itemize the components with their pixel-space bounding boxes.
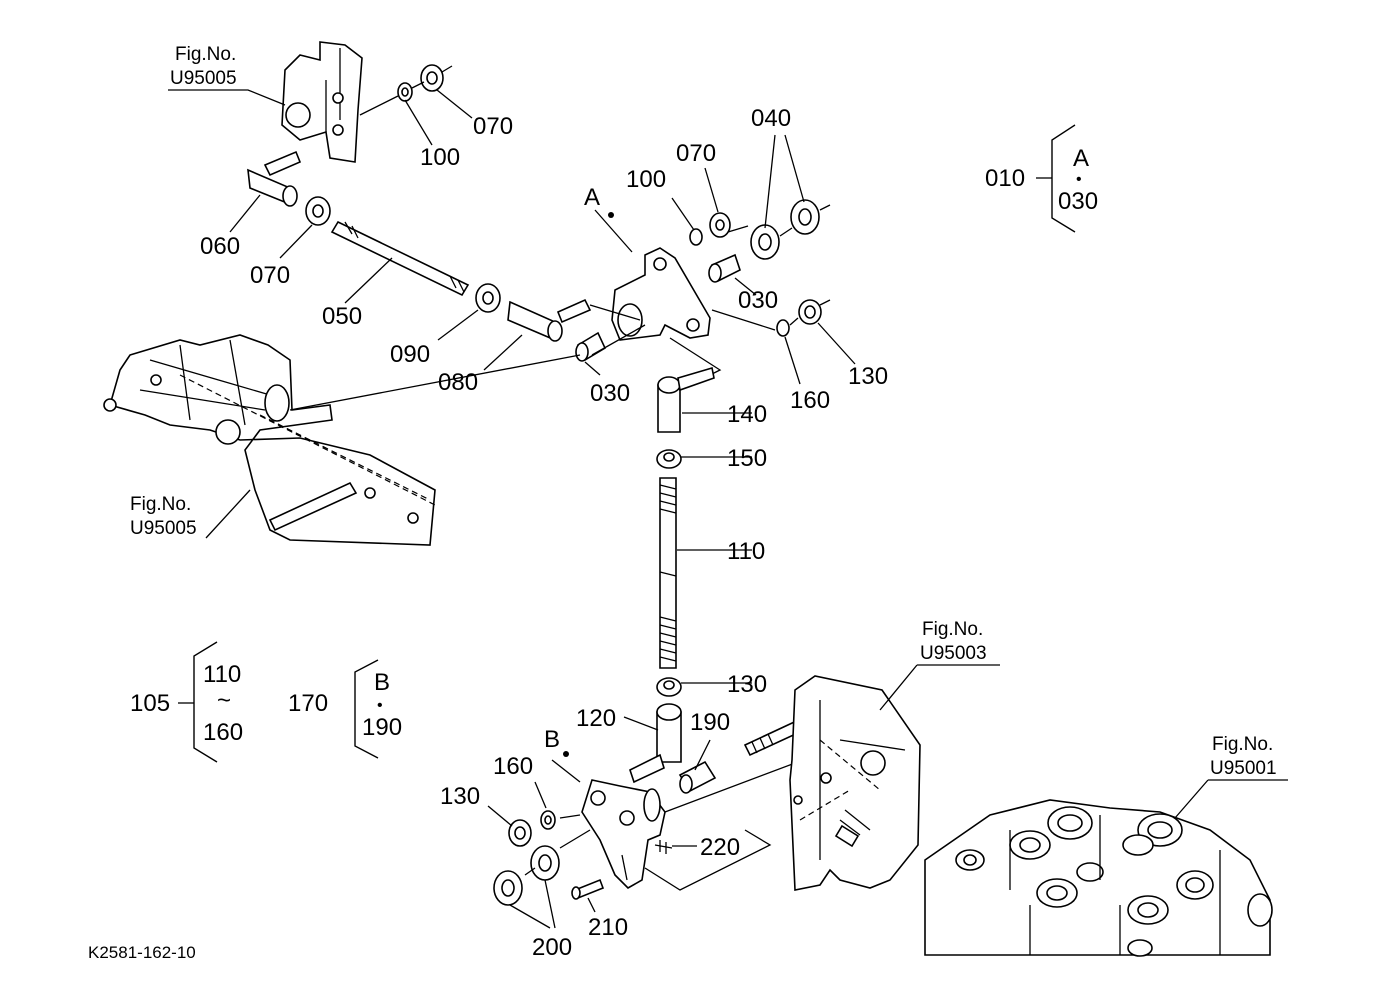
- fig-ref-label-2: Fig.No.: [130, 494, 191, 515]
- lever-A: [611, 247, 711, 341]
- group-105-sep: ~: [217, 687, 231, 714]
- callout-040: 040: [751, 105, 791, 132]
- callout-160-lower: 160: [493, 753, 533, 780]
- group-170-num: 170: [288, 690, 328, 717]
- callout-130-mid: 130: [848, 363, 888, 390]
- fig-ref-number-1: U95005: [170, 68, 237, 89]
- callout-070-mid: 070: [676, 140, 716, 167]
- group-105-to: 160: [203, 719, 243, 746]
- callout-080: 080: [438, 369, 478, 396]
- callout-100-mid: 100: [626, 166, 666, 193]
- bushing-040-left: [750, 224, 780, 260]
- nut-130-lower: [508, 819, 532, 847]
- callout-030-left: 030: [590, 380, 630, 407]
- nut-130-rod: [656, 677, 682, 697]
- callout-220: 220: [700, 834, 740, 861]
- washer-100-mid: [689, 228, 703, 246]
- callout-130-rod: 130: [727, 671, 767, 698]
- fig-ref-label-1: Fig.No.: [175, 44, 236, 65]
- group-170-to: 190: [362, 714, 402, 741]
- fig-ref-number-4: U95001: [1210, 758, 1277, 779]
- group-105: 105 110 ~ 160: [130, 641, 243, 763]
- group-105-num: 105: [130, 690, 170, 717]
- pin-210: [571, 878, 605, 900]
- rod-end-140: [657, 366, 715, 433]
- ref-dot-B: [563, 751, 569, 757]
- group-010-to: 030: [1058, 188, 1098, 215]
- bushing-030-right: [708, 253, 741, 283]
- fig-ref-number-2: U95005: [130, 518, 197, 539]
- group-170-from: B: [374, 669, 390, 696]
- nut-070-top: [420, 64, 444, 92]
- callout-200: 200: [532, 934, 572, 961]
- group-170: 170 B • 190: [288, 659, 402, 759]
- fig-ref-number-3: U95003: [920, 643, 987, 664]
- drawing-code: K2581-162-10: [88, 943, 196, 962]
- nut-070-mid: [709, 212, 731, 238]
- callout-210: 210: [588, 914, 628, 941]
- rod-050: [330, 220, 470, 297]
- upper-bracket-part: [281, 41, 363, 163]
- bushing-030-left: [575, 331, 607, 362]
- bushing-200-upper: [530, 845, 560, 881]
- bushing-190: [678, 760, 717, 794]
- callout-130-lower: 130: [440, 783, 480, 810]
- nut-090: [475, 283, 501, 313]
- rod-end-060: [247, 150, 302, 207]
- fig-ref-label-4: Fig.No.: [1212, 734, 1273, 755]
- nut-070-lower: [305, 196, 331, 226]
- ref-letter-B: B: [544, 726, 560, 753]
- housing-part: [789, 675, 921, 891]
- rod-110: [659, 477, 677, 669]
- group-010: 010 A • 030: [985, 124, 1098, 233]
- washer-160-mid: [776, 319, 790, 337]
- group-010-from: A: [1073, 145, 1089, 172]
- valve-assembly-part: [924, 799, 1273, 957]
- group-105-from: 110: [203, 661, 241, 688]
- bushing-040-right: [790, 199, 820, 235]
- callout-090: 090: [390, 341, 430, 368]
- callout-160-mid: 160: [790, 387, 830, 414]
- rod-end-080: [507, 298, 592, 342]
- callout-030-right: 030: [738, 287, 778, 314]
- callout-100-top: 100: [420, 144, 460, 171]
- bushing-200-lower: [493, 870, 523, 906]
- group-170-sep: •: [377, 697, 383, 714]
- callout-050: 050: [322, 303, 362, 330]
- callout-190: 190: [690, 709, 730, 736]
- callout-120: 120: [576, 705, 616, 732]
- left-bracket-part: [103, 334, 436, 546]
- callout-070-top: 070: [473, 113, 513, 140]
- nut-150: [656, 449, 682, 469]
- callout-140: 140: [727, 401, 767, 428]
- pin-220: [654, 840, 673, 854]
- callout-150: 150: [727, 445, 767, 472]
- nut-130-mid: [798, 299, 822, 325]
- callout-070-left: 070: [250, 262, 290, 289]
- callout-060: 060: [200, 233, 240, 260]
- callout-110: 110: [727, 538, 765, 565]
- ref-dot-A: [608, 212, 614, 218]
- ref-letter-A: A: [584, 184, 600, 211]
- washer-160-lower: [540, 810, 556, 830]
- callout-leaders: [229, 89, 856, 929]
- washer-100-top: [397, 82, 413, 102]
- group-010-sep: •: [1076, 171, 1082, 188]
- group-010-num: 010: [985, 165, 1025, 192]
- lever-B: [581, 779, 666, 889]
- rod-end-120: [629, 703, 682, 784]
- fig-ref-label-3: Fig.No.: [922, 619, 983, 640]
